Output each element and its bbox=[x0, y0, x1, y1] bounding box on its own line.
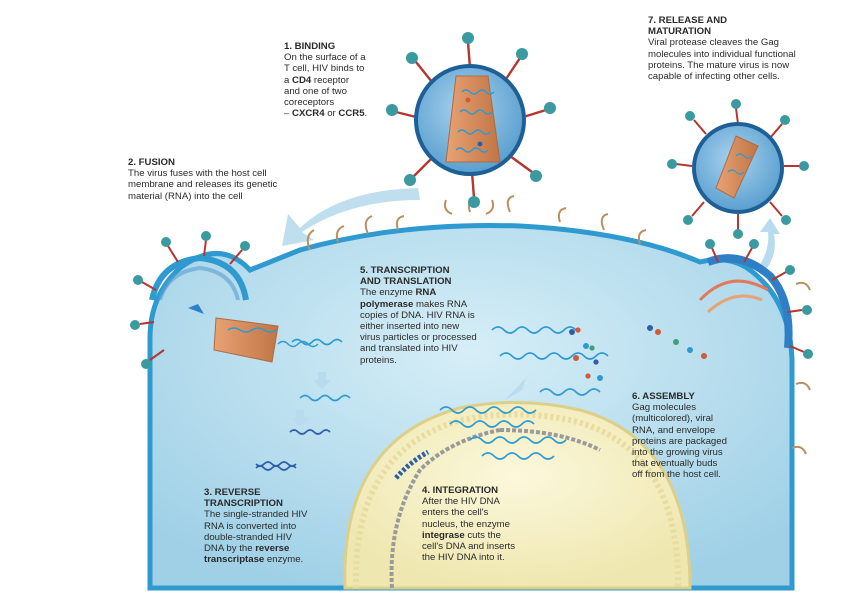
step-binding-caption: 1. BINDING On the surface of a T cell, H… bbox=[284, 41, 394, 119]
fusion-spikes bbox=[130, 231, 250, 369]
step-binding-body: On the surface of a T cell, HIV binds to… bbox=[284, 52, 368, 120]
rna-strands bbox=[439, 326, 609, 460]
host-dna-chain bbox=[389, 428, 501, 589]
host-dna-chain-right bbox=[499, 428, 601, 452]
gag-molecules bbox=[569, 325, 707, 381]
emphasized-term: CCR5 bbox=[338, 108, 365, 120]
integrated-hiv-dna bbox=[394, 449, 430, 480]
step-integration-title: 4. INTEGRATION bbox=[422, 485, 499, 496]
emphasized-term: RNA bbox=[415, 287, 437, 299]
emphasized-term: polymerase bbox=[360, 298, 414, 310]
emphasized-term: CD4 bbox=[292, 74, 312, 86]
step-reverse-transcription-caption: 3. REVERSE TRANSCRIPTION The single-stra… bbox=[204, 487, 334, 565]
step-arrows-down bbox=[285, 372, 331, 463]
emphasized-term: reverse bbox=[255, 543, 290, 555]
emphasized-term: transcriptase bbox=[204, 554, 265, 566]
step-binding-title: 1. BINDING bbox=[284, 41, 336, 52]
step-reverse-transcription-title: 3. REVERSE TRANSCRIPTION bbox=[204, 487, 283, 510]
nucleus bbox=[343, 401, 692, 590]
released-capsid bbox=[213, 317, 319, 363]
export-arrow bbox=[505, 378, 532, 400]
step-transcription-translation-caption: 5. TRANSCRIPTION AND TRANSLATION The enz… bbox=[360, 265, 510, 366]
step-reverse-transcription-body: The single-stranded HIV RNA is converted… bbox=[204, 509, 308, 566]
step-fusion-title: 2. FUSION bbox=[128, 157, 175, 168]
mature-virus bbox=[667, 99, 809, 239]
nuclear-pore-band bbox=[352, 411, 682, 589]
step-assembly-body: Gag molecules (multicolored), viral RNA,… bbox=[632, 402, 727, 481]
step-release-maturation-title: 7. RELEASE AND MATURATION bbox=[648, 15, 728, 38]
step-integration-caption: 4. INTEGRATION After the HIV DNA enters … bbox=[422, 485, 532, 563]
step-release-maturation-caption: 7. RELEASE AND MATURATION Viral protease… bbox=[648, 15, 834, 82]
step-release-maturation-body: Viral protease cleaves the Gag molecules… bbox=[648, 37, 796, 83]
step-transcription-translation-title: 5. TRANSCRIPTION AND TRANSLATION bbox=[360, 265, 452, 288]
step-fusion-body: The virus fuses with the host cell membr… bbox=[128, 168, 278, 202]
step-integration-body: After the HIV DNA enters the cell's nucl… bbox=[422, 496, 516, 564]
step-transcription-translation-body: The enzyme RNA polymerase makes RNA copi… bbox=[360, 287, 477, 366]
rt-strands bbox=[255, 338, 351, 471]
emphasized-term: integrase bbox=[422, 529, 465, 541]
step-assembly-title: 6. ASSEMBLY bbox=[632, 391, 695, 402]
membrane-receptors bbox=[306, 195, 811, 455]
binding-virus bbox=[386, 32, 556, 215]
step-assembly-caption: 6. ASSEMBLY Gag molecules (multicolored)… bbox=[632, 391, 772, 481]
step-fusion-caption: 2. FUSION The virus fuses with the host … bbox=[128, 157, 328, 202]
fusing-virus bbox=[149, 254, 249, 301]
entry-arrow bbox=[188, 304, 204, 314]
budding-virus bbox=[698, 254, 793, 349]
release-arrow bbox=[758, 218, 780, 272]
emphasized-term: CXCR4 bbox=[292, 108, 325, 120]
budding-spikes bbox=[705, 239, 813, 359]
fusion-arrow bbox=[282, 188, 420, 246]
